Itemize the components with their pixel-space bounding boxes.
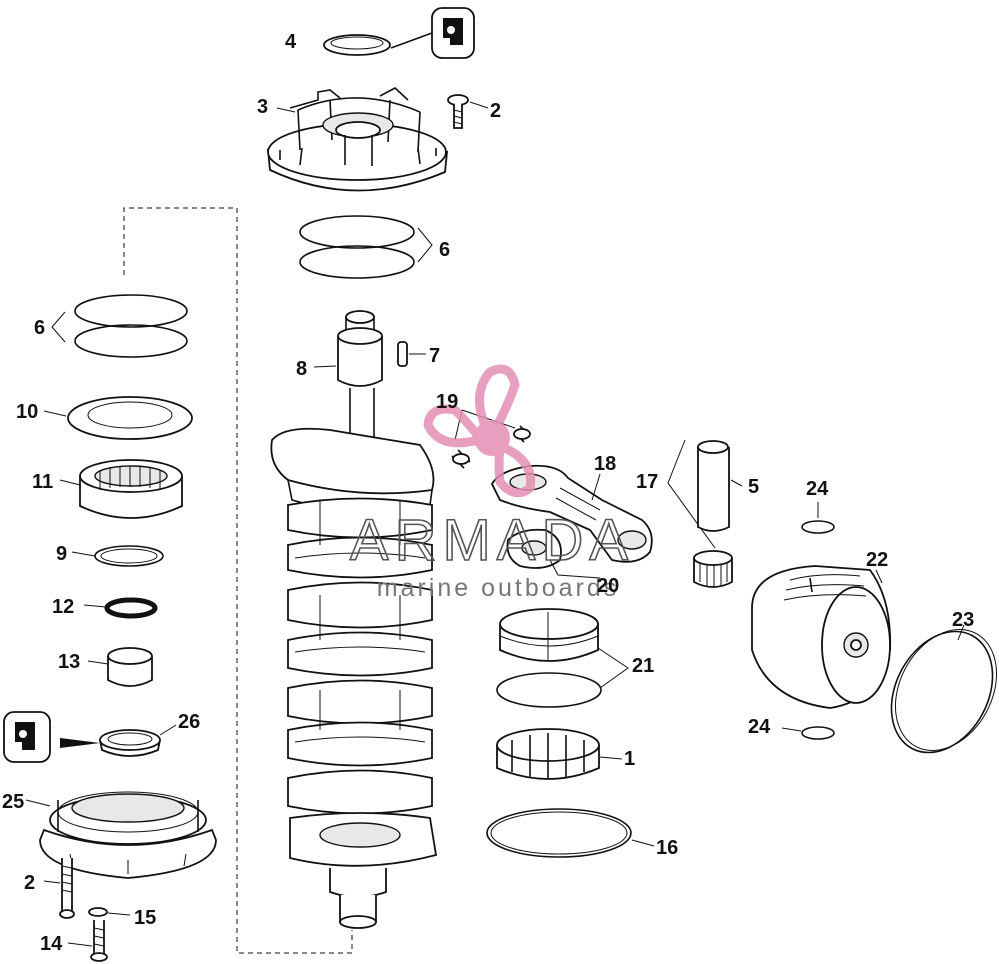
part-23-piston-rings: [890, 624, 998, 754]
part-17-needle-bearing: [693, 550, 733, 588]
callout-4: 4: [285, 31, 297, 53]
part-12-o-ring: [83, 597, 158, 619]
propeller-logo-icon: [423, 364, 536, 498]
callout-11: 11: [32, 471, 53, 493]
part-13-sleeve: [87, 647, 153, 687]
watermark-title: ARMADA: [350, 508, 634, 573]
part-8-crankshaft: [270, 310, 438, 929]
callout-12: 12: [52, 596, 74, 618]
part-11-roller-bearing: [59, 459, 183, 519]
part-16-ring: [486, 808, 655, 858]
leader-3: [276, 107, 296, 113]
part-4-seal: [323, 32, 433, 56]
callout-20: 20: [597, 575, 619, 597]
part-15-washer: [88, 907, 131, 917]
callout-23: 23: [952, 609, 974, 631]
callout-26: 26: [178, 711, 200, 733]
callout-16: 16: [656, 837, 678, 859]
callout-15: 15: [134, 907, 156, 929]
callout-18: 18: [594, 453, 616, 475]
part-10-plate: [43, 396, 193, 440]
part-26-seal: [60, 724, 177, 757]
callout-3: 3: [257, 96, 268, 118]
callout-2-bottom: 2: [24, 872, 35, 894]
watermark-subtitle: marine outboards: [377, 574, 620, 602]
part-1-roller-cage: [496, 728, 623, 780]
callout-8: 8: [296, 358, 307, 380]
part-19-screws: [451, 409, 531, 469]
callout-24-top: 24: [806, 478, 829, 500]
callout-24-bottom: 24: [748, 716, 771, 738]
part-22-piston: [751, 565, 892, 709]
part-25-lower-bearing-housing: [25, 791, 217, 879]
leader-20: [549, 559, 601, 579]
callout-13: 13: [58, 651, 80, 673]
dashed-assembly-line: [123, 207, 353, 954]
seal-kit-icon: [3, 711, 51, 763]
part-2-screw-bottom: [43, 858, 75, 919]
callout-6-top: 6: [439, 239, 450, 261]
callout-7: 7: [429, 345, 440, 367]
callout-5: 5: [748, 476, 759, 498]
callout-9: 9: [56, 543, 67, 565]
part-7-key: [397, 341, 426, 367]
callout-6-left: 6: [34, 317, 45, 339]
part-5-piston-pin: [697, 440, 743, 532]
callout-21: 21: [632, 655, 654, 677]
callout-17: 17: [636, 471, 658, 493]
seal-kit-icon: [431, 7, 475, 59]
part-24-retaining-ring-top: [801, 502, 835, 534]
callout-2-top: 2: [490, 100, 501, 122]
part-6-o-rings-left: [51, 294, 188, 358]
part-2-screw-top: [447, 94, 489, 129]
part-9-retaining-ring: [71, 545, 164, 567]
part-6-o-rings-top: [299, 215, 433, 279]
callout-14: 14: [40, 933, 63, 955]
part-21-bearing-liner: [496, 608, 629, 708]
callout-25: 25: [2, 791, 24, 813]
callout-1: 1: [624, 748, 635, 770]
callout-10: 10: [16, 401, 38, 423]
part-14-bolt: [67, 920, 108, 962]
part-24-retaining-ring-bottom: [781, 726, 835, 740]
callout-19: 19: [436, 391, 458, 413]
part-3-upper-bearing-housing: [266, 87, 449, 192]
callout-22: 22: [866, 549, 888, 571]
